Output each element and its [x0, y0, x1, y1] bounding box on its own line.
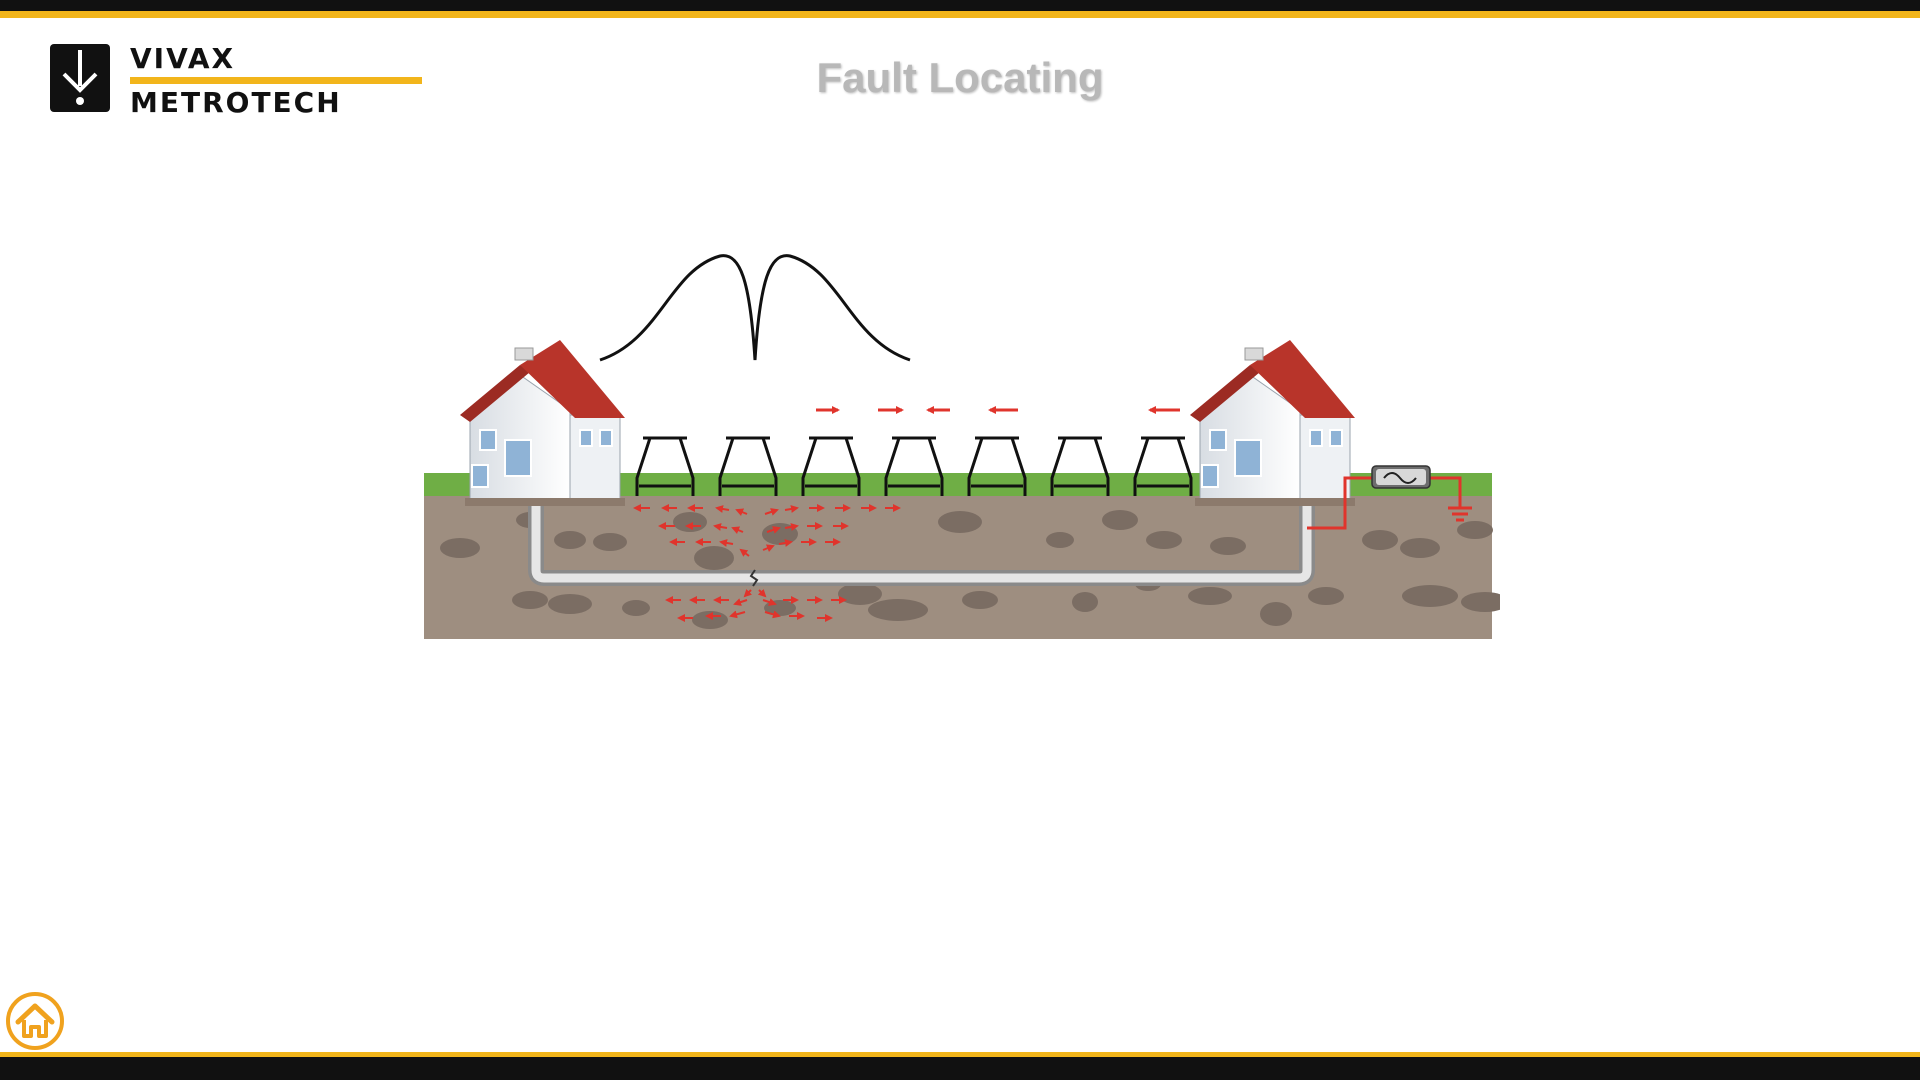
signal-response-curve — [600, 256, 910, 360]
logo-text-vivax: VIVAX — [130, 44, 235, 74]
rock — [1146, 531, 1182, 549]
bottom-bar-accent — [0, 1052, 1920, 1057]
a-frame-legs — [1052, 438, 1108, 496]
a-frame-probe — [637, 438, 693, 496]
rock — [440, 538, 480, 558]
a-frame-legs — [720, 438, 776, 496]
rock — [694, 546, 734, 570]
logo-rule — [130, 77, 422, 84]
a-frame-probe — [886, 438, 942, 496]
rock — [938, 511, 982, 533]
rock — [1210, 537, 1246, 555]
a-frame-probe — [720, 438, 776, 496]
a-frame-legs — [886, 438, 942, 496]
top-bar-accent — [0, 11, 1920, 18]
a-frame-probe — [969, 438, 1025, 496]
rock — [673, 512, 707, 532]
rock — [1102, 510, 1138, 530]
rock — [593, 533, 627, 551]
a-frame-legs — [803, 438, 859, 496]
fault-locating-diagram — [420, 240, 1500, 660]
a-frame-probes — [637, 438, 1191, 496]
rock — [1046, 532, 1074, 548]
rock — [1457, 521, 1493, 539]
rock — [548, 594, 592, 614]
a-frame-probe — [1052, 438, 1108, 496]
bottom-bar — [0, 1052, 1920, 1080]
rock — [868, 599, 928, 621]
top-bar — [0, 0, 1920, 18]
a-frame-legs — [637, 438, 693, 496]
rock — [554, 531, 586, 549]
rock — [962, 591, 998, 609]
sine-wave-transmitter-icon — [1372, 466, 1430, 488]
vivax-arrow-logo-icon — [50, 44, 110, 112]
rock — [1402, 585, 1458, 607]
page-title: Fault Locating — [760, 54, 1160, 102]
rock — [1260, 602, 1292, 626]
right-house — [1190, 340, 1355, 506]
logo-text-metrotech: METROTECH — [130, 88, 342, 118]
rock — [1188, 587, 1232, 605]
a-frame-legs — [1135, 438, 1191, 496]
a-frame-legs — [969, 438, 1025, 496]
rock — [622, 600, 650, 616]
rock — [512, 591, 548, 609]
rock — [1362, 530, 1398, 550]
rock — [692, 611, 728, 629]
left-house — [460, 340, 625, 506]
rock — [838, 583, 882, 605]
a-frame-probe — [803, 438, 859, 496]
a-frame-probe — [1135, 438, 1191, 496]
rock — [1400, 538, 1440, 558]
rock — [1308, 587, 1344, 605]
home-icon — [6, 992, 64, 1050]
home-button[interactable] — [6, 992, 64, 1050]
vivax-metrotech-logo: VIVAX METROTECH — [50, 44, 430, 118]
rock — [1072, 592, 1098, 612]
